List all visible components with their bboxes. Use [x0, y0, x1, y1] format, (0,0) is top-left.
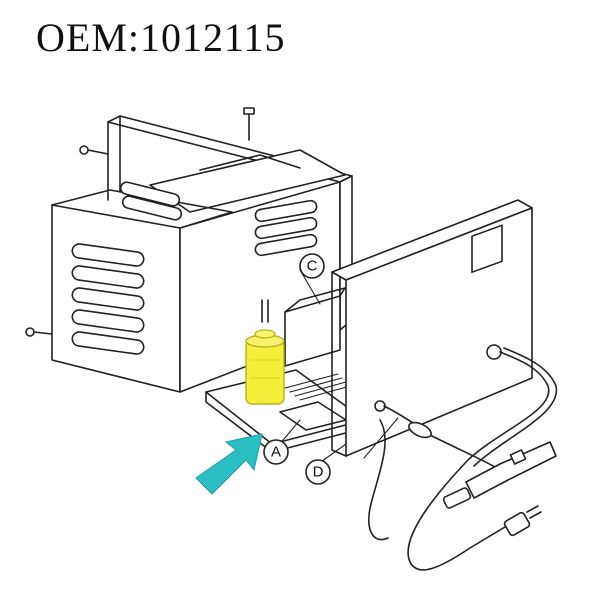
- side-screw: [25, 327, 53, 337]
- callout-d: D: [305, 459, 331, 485]
- back-panel-vents: [254, 199, 318, 257]
- callout-a-label: A: [271, 444, 281, 461]
- rear-screw: [79, 145, 109, 155]
- pointer-arrow: [195, 433, 263, 495]
- ac-power-cord: [407, 344, 558, 571]
- callout-d-label: D: [313, 464, 324, 481]
- heatsink-fins: [284, 373, 351, 401]
- left-panel-vents: [71, 243, 145, 355]
- top-screw: [243, 107, 255, 141]
- dc-output-cord: [368, 400, 557, 541]
- front-panel: [331, 199, 533, 457]
- cabinet-housing: [51, 115, 366, 453]
- top-vents: [119, 181, 183, 221]
- callout-a: A: [263, 439, 289, 465]
- callout-c: C: [299, 253, 325, 279]
- oem-part-number-title: OEM:1012115: [36, 15, 286, 60]
- callout-c-label: C: [307, 258, 318, 275]
- clip-fastener: [261, 299, 269, 323]
- dc-connector-plug: [465, 441, 557, 499]
- highlighted-capacitor: [245, 329, 285, 405]
